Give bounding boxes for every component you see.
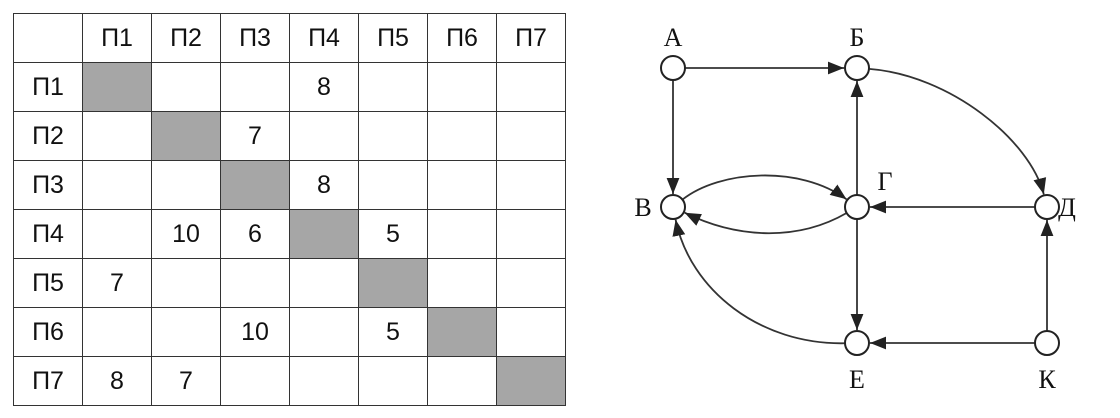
graph-node xyxy=(844,330,870,356)
node-label: Д xyxy=(1058,193,1076,222)
table-cell xyxy=(496,307,566,357)
table-cell xyxy=(358,62,428,112)
table-cell xyxy=(427,160,497,210)
table-cell: 7 xyxy=(151,356,221,406)
diagonal-cell xyxy=(289,209,359,259)
table-cell xyxy=(427,356,497,406)
graph-node xyxy=(1034,330,1060,356)
table-cell: 5 xyxy=(358,209,428,259)
diagonal-cell xyxy=(82,62,152,112)
graph-node xyxy=(1034,194,1060,220)
table-cell: 8 xyxy=(289,160,359,210)
table-cell xyxy=(151,307,221,357)
row-label: П4 xyxy=(13,209,83,259)
table-cell xyxy=(289,356,359,406)
table-cell: 5 xyxy=(358,307,428,357)
table-cell: 8 xyxy=(289,62,359,112)
diagonal-cell xyxy=(496,356,566,406)
table-cell xyxy=(220,356,290,406)
graph-node xyxy=(844,55,870,81)
table-cell xyxy=(289,258,359,308)
table-cell: 7 xyxy=(220,111,290,161)
header-cell: П3 xyxy=(220,13,290,63)
table-cell xyxy=(358,111,428,161)
row-label: П5 xyxy=(13,258,83,308)
node-label: А xyxy=(664,23,683,52)
edge-Б-Д xyxy=(868,68,1047,195)
node-label: К xyxy=(1038,365,1056,394)
table-cell xyxy=(427,62,497,112)
node-label: Б xyxy=(850,23,865,52)
node-label: В xyxy=(634,193,651,222)
row-label: П2 xyxy=(13,111,83,161)
row-label: П1 xyxy=(13,62,83,112)
diagonal-cell xyxy=(427,307,497,357)
table-cell xyxy=(496,160,566,210)
diagonal-cell xyxy=(151,111,221,161)
row-label: П7 xyxy=(13,356,83,406)
table-cell xyxy=(220,62,290,112)
table-cell: 8 xyxy=(82,356,152,406)
table-cell xyxy=(358,160,428,210)
table-cell xyxy=(496,111,566,161)
table-cell xyxy=(427,258,497,308)
edge-Г-В xyxy=(684,211,848,235)
graph-node xyxy=(844,194,870,220)
table-cell xyxy=(496,62,566,112)
header-cell: П5 xyxy=(358,13,428,63)
header-cell: П6 xyxy=(427,13,497,63)
edge-Е-В xyxy=(672,219,846,345)
table-cell: 7 xyxy=(82,258,152,308)
node-label: Г xyxy=(877,167,892,196)
table-row: П1 8 xyxy=(13,62,566,112)
header-cell: П7 xyxy=(496,13,566,63)
table-row: П2 7 xyxy=(13,111,566,161)
header-cell xyxy=(13,13,83,63)
diagonal-cell xyxy=(220,160,290,210)
edge-В-Г xyxy=(681,174,848,201)
node-label: Е xyxy=(849,365,865,394)
graph-node xyxy=(660,194,686,220)
header-cell: П4 xyxy=(289,13,359,63)
table-cell xyxy=(496,209,566,259)
graph-node xyxy=(660,55,686,81)
